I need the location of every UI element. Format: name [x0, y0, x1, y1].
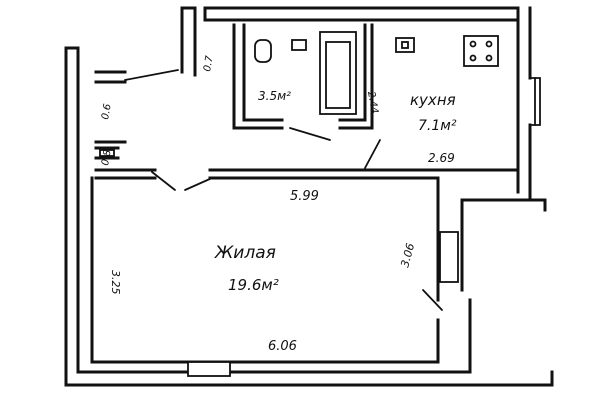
sink-icon [291, 39, 307, 51]
living-room-area: 19.6м² [228, 276, 279, 294]
dim-closet-2: 0.6 [100, 103, 114, 121]
dim-living-left: 3.25 [109, 270, 122, 295]
dim-kitchen-width: 2.69 [428, 151, 455, 165]
kitchen-name: кухня [410, 91, 456, 109]
toilet-icon [254, 39, 272, 63]
dim-living-bottom: 6.06 [268, 339, 297, 354]
window-bottom-icon [187, 361, 231, 377]
dim-kitchen-depth: 2.44 [365, 91, 380, 115]
dim-living-top: 5.99 [290, 189, 319, 204]
bath-fixtures [99, 31, 499, 377]
stove-icon [463, 35, 499, 67]
dimension-labels: 5.99 6.06 3.25 3.06 2.69 2.44 0.7 0.6 0.… [100, 54, 455, 354]
dim-living-right: 3.06 [398, 242, 417, 269]
interior-walls [90, 23, 520, 364]
outer-walls [64, 6, 554, 387]
doors [124, 69, 443, 311]
dim-closet-1: 0.7 [202, 54, 216, 72]
room-labels: Жилая 19.6м² кухня 7.1м² 3.5м² [214, 89, 457, 294]
bath-area: 3.5м² [258, 89, 291, 103]
living-room-name: Жилая [214, 243, 276, 263]
dim-closet-3: 0.8 [100, 149, 114, 167]
radiator-icon [439, 231, 459, 283]
kitchen-area: 7.1м² [418, 118, 457, 134]
